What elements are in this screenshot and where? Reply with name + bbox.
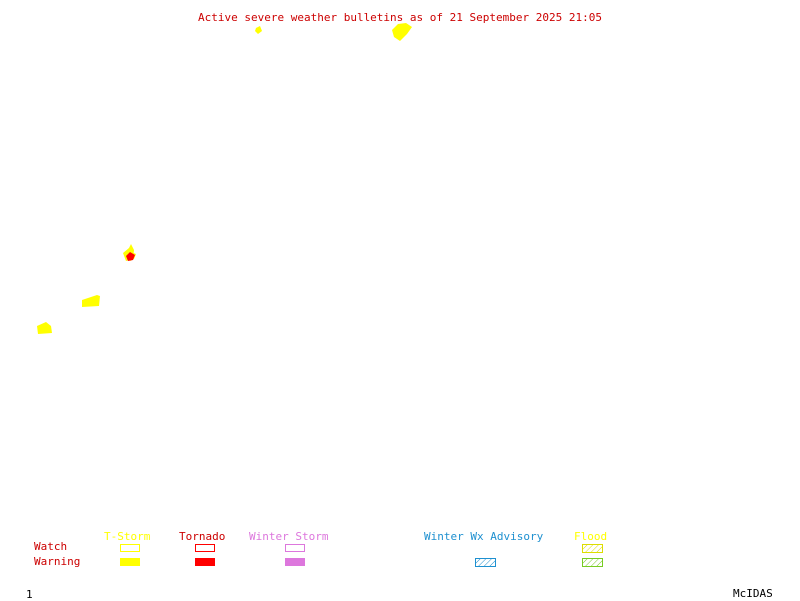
flood-warning-swatch <box>582 558 603 567</box>
tstorm-warning-area[interactable] <box>392 23 412 41</box>
tornado-warning-swatch <box>195 558 215 566</box>
mcidas-label: McIDAS <box>733 587 773 600</box>
legend-tornado-label: Tornado <box>179 530 226 543</box>
tstorm-warning-area[interactable] <box>255 26 262 34</box>
page-title: Active severe weather bulletins as of 21… <box>198 11 602 24</box>
tstorm-warning-swatch <box>120 558 140 566</box>
winter-storm-warning-swatch <box>285 558 305 566</box>
tornado-watch-swatch <box>195 544 215 552</box>
legend-tstorm-label: T-Storm <box>104 530 151 543</box>
flood-watch-swatch <box>582 544 603 553</box>
bulletin-map <box>37 23 412 334</box>
legend-winter-wx-advisory-label: Winter Wx Advisory <box>424 530 544 543</box>
winter-storm-watch-swatch <box>285 544 305 552</box>
winter-wx-advisory-swatch <box>475 558 496 567</box>
legend-watch-label: Watch <box>34 540 68 553</box>
frame-number: 1 <box>26 588 33 601</box>
tstorm-watch-swatch <box>120 544 140 552</box>
legend-flood-label: Flood <box>574 530 608 543</box>
legend-warning-label: Warning <box>34 555 81 568</box>
tstorm-warning-area[interactable] <box>37 322 52 334</box>
tstorm-warning-area[interactable] <box>82 295 100 307</box>
legend-winter-storm-label: Winter Storm <box>249 530 329 543</box>
tornado-warning-area[interactable] <box>126 252 135 261</box>
